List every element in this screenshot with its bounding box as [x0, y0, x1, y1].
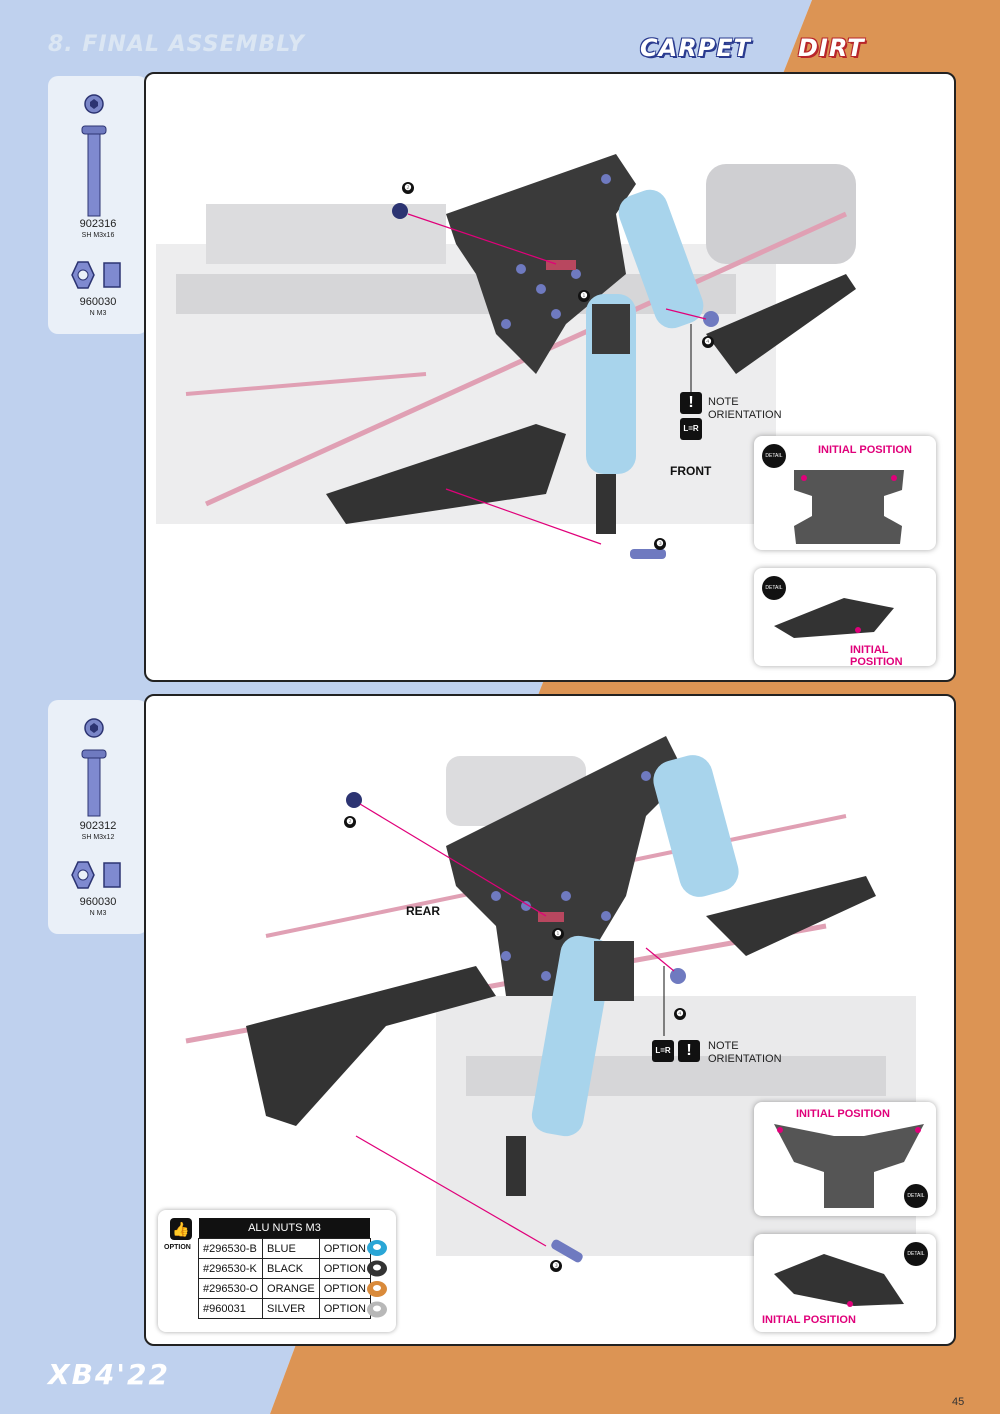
step1-part1-code: 902316 [79, 218, 117, 230]
warning-icon: ! [680, 392, 702, 414]
step2-callout-4: ❹ [674, 1008, 686, 1020]
step1-part2-code: 960030 [79, 296, 117, 308]
detail-icon: DETAIL [762, 576, 786, 600]
step2-detail-arm: DETAIL INITIAL POSITION [754, 1234, 936, 1332]
arm-detail [774, 1254, 904, 1307]
step1-parts-list: 902316 SH M3x16 960030 N M3 [48, 76, 148, 334]
step1-part1-desc: SH M3x16 [81, 232, 115, 239]
warning-icon: ! [678, 1040, 700, 1062]
shock-tower-detail [794, 470, 904, 544]
step2-detail-shock-tower: INITIAL POSITION DETAIL [754, 1102, 936, 1216]
detail-icon: DETAIL [762, 444, 786, 468]
nut-swatch [367, 1301, 387, 1318]
step1-callout-3: ❸ [654, 538, 666, 550]
section-title: 8. FINAL ASSEMBLY [48, 32, 305, 57]
option-label: OPTION [164, 1244, 191, 1251]
nut-icon [71, 261, 121, 289]
step2-part1-desc: SH M3x12 [81, 834, 115, 841]
step2-callout-3: ❸ [550, 1260, 562, 1272]
dirt-label: DIRT [798, 34, 865, 62]
carpet-label: CARPET [640, 34, 752, 62]
step2-part2-desc: N M3 [89, 910, 107, 917]
step1-direction: FRONT [670, 464, 712, 478]
step1-callout-2: ❷ [402, 182, 414, 194]
arm-detail [774, 598, 894, 638]
step1-callout-1: ❶ [578, 290, 590, 302]
screw-icon [81, 718, 107, 817]
detail-label: INITIAL POSITION [796, 1108, 890, 1120]
step2-note: NOTE ORIENTATION [708, 1040, 782, 1065]
nut-swatch [367, 1281, 387, 1297]
step2-callout-2: ❷ [344, 816, 356, 828]
nut-swatch [367, 1240, 387, 1256]
step2-parts-list: 902312 SH M3x12 960030 N M3 [48, 700, 148, 934]
nut-icon [71, 861, 121, 889]
nut-swatch [367, 1260, 387, 1277]
step2-direction: REAR [406, 904, 441, 918]
step1-detail-shock-tower: DETAIL INITIAL POSITION [754, 436, 936, 550]
detail-label: INITIAL POSITION [762, 1314, 856, 1326]
step1-detail-arm: DETAIL INITIAL POSITION [754, 568, 936, 668]
detail-label: INITIAL POSITION [850, 644, 903, 668]
step1-panel: ❷ ❶ ❸ ❹ ! L=R NOTE ORIENTATION FRONT DET… [144, 72, 956, 682]
step2-part2-code: 960030 [79, 896, 117, 908]
shock-tower-detail [774, 1124, 924, 1208]
detail-icon: DETAIL [904, 1242, 928, 1266]
step1-callout-4: ❹ [702, 336, 714, 348]
lr-badge-icon: L=R [680, 418, 702, 440]
step1-illustration [156, 154, 856, 559]
step1-note: NOTE ORIENTATION [708, 396, 782, 421]
step2-part1-code: 902312 [79, 820, 117, 832]
detail-label: INITIAL POSITION [818, 444, 912, 456]
lr-badge-icon: L=R [652, 1040, 674, 1062]
model-logo: XB4'22 [48, 1358, 170, 1391]
step1-part2-desc: N M3 [89, 310, 107, 317]
thumbs-up-icon: 👍 [170, 1218, 192, 1240]
page-number: 45 [952, 1396, 965, 1408]
table-title: ALU NUTS M3 [198, 1218, 371, 1239]
detail-icon: DETAIL [904, 1184, 928, 1208]
screw-icon [81, 94, 107, 217]
step2-callout-1: ❶ [552, 928, 564, 940]
nut-color-swatches [367, 1240, 387, 1318]
step2-illustration [185, 736, 916, 1263]
